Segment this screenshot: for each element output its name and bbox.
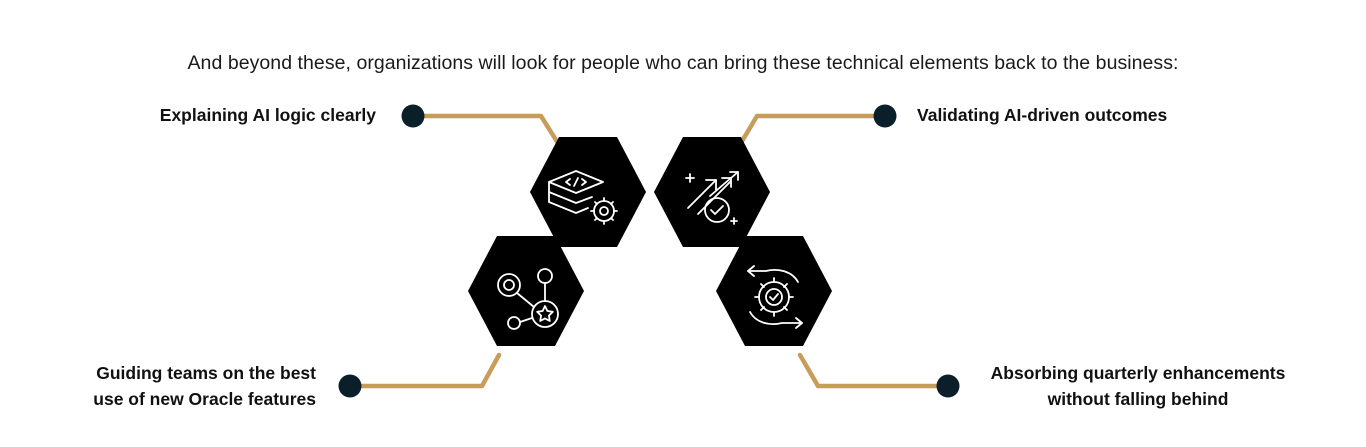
label-line: Explaining AI logic clearly [159, 105, 376, 125]
label-validating-ai: Validating AI-driven outcomes [917, 102, 1247, 128]
hexagon-top-right [654, 137, 770, 247]
connector-node [936, 374, 960, 398]
connector-node [338, 374, 362, 398]
hexagon-bottom-right [716, 236, 832, 346]
label-absorbing-enhancements: Absorbing quarterly enhancements without… [964, 360, 1312, 412]
label-line: use of new Oracle features [93, 389, 316, 409]
label-line: without falling behind [1047, 389, 1229, 409]
connector-node [401, 104, 425, 128]
connector-top-right [735, 113, 888, 151]
gear-check-cycle-icon [747, 265, 803, 329]
label-line: Guiding teams on the best [96, 363, 316, 383]
hexagon-top-left [530, 137, 646, 247]
connector-top-left [410, 113, 564, 151]
label-line: Validating AI-driven outcomes [917, 105, 1168, 125]
intro-text: And beyond these, organizations will loo… [187, 52, 1179, 74]
connector-bottom-left [347, 352, 502, 389]
connector-node [873, 104, 897, 128]
label-guiding-teams: Guiding teams on the best use of new Ora… [40, 360, 316, 412]
label-line: Absorbing quarterly enhancements [990, 363, 1286, 383]
label-explaining-ai: Explaining AI logic clearly [100, 102, 376, 128]
hexagon-bottom-left [468, 236, 584, 346]
code-layers-gear-icon [548, 170, 618, 225]
connector-bottom-right [797, 352, 951, 389]
network-star-nodes-icon [497, 268, 559, 330]
growth-arrows-check-icon [685, 171, 739, 225]
